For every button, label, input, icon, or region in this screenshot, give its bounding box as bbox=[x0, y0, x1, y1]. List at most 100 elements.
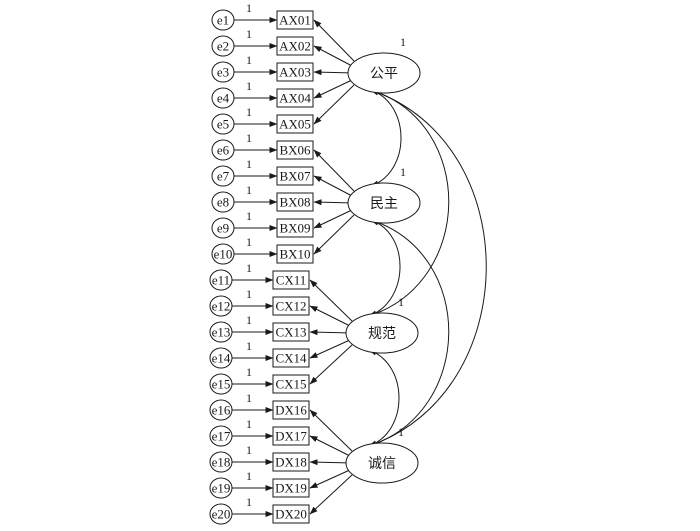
covariance-arc bbox=[368, 89, 450, 317]
factor-loading-arrow bbox=[313, 19, 355, 62]
latent-factor-label: 诚信 bbox=[368, 456, 396, 472]
error-path-label: 1 bbox=[246, 131, 252, 145]
error-term-label: e1 bbox=[217, 13, 229, 28]
factor-loading-arrow bbox=[313, 199, 355, 206]
indicator-label: AX02 bbox=[279, 39, 311, 54]
indicator-box bbox=[276, 244, 314, 264]
error-terms: e11e21e31e41e51e61e71e81e91e101e111e121e… bbox=[209, 1, 278, 525]
error-term-label: e6 bbox=[217, 143, 230, 158]
indicator-label: BX07 bbox=[279, 169, 311, 184]
error-term-label: e4 bbox=[217, 91, 230, 106]
covariance-arc bbox=[370, 89, 402, 187]
indicator-label: CX15 bbox=[275, 377, 306, 392]
error-term-label: e2 bbox=[217, 39, 229, 54]
indicator-box bbox=[272, 270, 310, 290]
covariance-arc bbox=[368, 349, 400, 447]
error-term-label: e12 bbox=[212, 299, 231, 314]
error-term-label: e14 bbox=[212, 351, 231, 366]
covariance-arc bbox=[368, 219, 450, 447]
indicator-box bbox=[272, 426, 310, 446]
error-term-label: e19 bbox=[212, 481, 231, 496]
error-term-label: e17 bbox=[212, 429, 231, 444]
covariance-arc bbox=[368, 219, 401, 317]
latent-factor-label: 规范 bbox=[368, 325, 396, 342]
factor-loading-arrow bbox=[309, 344, 353, 385]
error-path-label: 1 bbox=[246, 261, 252, 275]
indicators: AX01AX02AX03AX04AX05BX06BX07BX08BX09BX10… bbox=[272, 10, 314, 524]
error-term-label: e10 bbox=[214, 247, 233, 262]
indicator-label: DX19 bbox=[275, 481, 307, 496]
error-term-label: e13 bbox=[212, 325, 231, 340]
latent-variance-label: 1 bbox=[400, 165, 406, 179]
indicator-box bbox=[276, 192, 314, 212]
factor-loading-arrow bbox=[313, 78, 355, 99]
indicator-label: BX10 bbox=[279, 247, 310, 262]
indicator-box bbox=[272, 478, 310, 498]
factor-loading-arrow bbox=[309, 468, 353, 489]
error-path-label: 1 bbox=[246, 183, 252, 197]
latent-factor-ellipse bbox=[345, 312, 419, 354]
indicator-label: BX09 bbox=[279, 221, 310, 236]
error-path-label: 1 bbox=[246, 105, 252, 119]
indicator-box bbox=[276, 36, 314, 56]
error-term-label: e7 bbox=[217, 169, 230, 184]
indicator-label: DX16 bbox=[275, 403, 307, 418]
indicator-box bbox=[276, 10, 314, 30]
error-term-label: e5 bbox=[217, 117, 229, 132]
error-path-label: 1 bbox=[246, 79, 252, 93]
error-path-label: 1 bbox=[246, 53, 252, 67]
factor-loadings bbox=[309, 19, 355, 515]
indicator-box bbox=[272, 400, 310, 420]
indicator-label: DX18 bbox=[275, 455, 307, 470]
error-term-label: e20 bbox=[212, 507, 231, 522]
indicator-label: AX01 bbox=[279, 13, 311, 28]
factor-loading-arrow bbox=[309, 474, 353, 515]
covariance-arcs bbox=[368, 89, 487, 447]
indicator-box bbox=[272, 504, 310, 524]
error-path-label: 1 bbox=[246, 339, 252, 353]
latent-factor-label: 民主 bbox=[370, 196, 398, 212]
indicator-label: BX06 bbox=[279, 143, 311, 158]
error-term-label: e18 bbox=[212, 455, 231, 470]
indicator-box bbox=[276, 140, 314, 160]
factor-loading-arrow bbox=[313, 214, 355, 255]
error-path-label: 1 bbox=[246, 235, 252, 249]
factor-loading-arrow bbox=[313, 175, 355, 198]
indicator-box bbox=[272, 374, 310, 394]
indicator-label: CX13 bbox=[275, 325, 306, 340]
error-path-label: 1 bbox=[246, 209, 252, 223]
latent-variance-label: 1 bbox=[400, 35, 406, 49]
error-term-label: e11 bbox=[212, 273, 230, 288]
error-path-label: 1 bbox=[246, 313, 252, 327]
error-path-label: 1 bbox=[246, 495, 252, 509]
latent-factor-label: 公平 bbox=[370, 67, 398, 82]
factor-loading-arrow bbox=[309, 435, 353, 458]
factor-loading-arrow bbox=[313, 69, 355, 76]
factor-loading-arrow bbox=[309, 279, 353, 322]
latent-variance-label: 1 bbox=[398, 425, 404, 439]
indicator-label: BX08 bbox=[279, 195, 310, 210]
indicator-box bbox=[276, 114, 314, 134]
indicator-label: CX12 bbox=[275, 299, 306, 314]
factor-loading-arrow bbox=[309, 409, 353, 452]
factor-loading-arrow bbox=[313, 149, 355, 192]
factor-loading-arrow bbox=[313, 208, 355, 229]
error-term-label: e15 bbox=[212, 377, 231, 392]
indicator-label: CX14 bbox=[275, 351, 307, 366]
indicator-box bbox=[276, 62, 314, 82]
indicator-label: DX20 bbox=[275, 507, 307, 522]
error-path-label: 1 bbox=[246, 469, 252, 483]
error-path-label: 1 bbox=[246, 391, 252, 405]
factor-loading-arrow bbox=[313, 84, 355, 125]
indicator-label: CX11 bbox=[276, 273, 307, 288]
error-term-label: e16 bbox=[212, 403, 231, 418]
factor-loading-arrow bbox=[309, 329, 353, 336]
indicator-box bbox=[276, 218, 314, 238]
indicator-box bbox=[276, 88, 314, 108]
factor-loading-arrow bbox=[313, 45, 355, 68]
latent-factor-ellipse bbox=[347, 182, 421, 224]
factor-loading-arrow bbox=[309, 338, 353, 359]
factor-loading-arrow bbox=[309, 459, 353, 466]
